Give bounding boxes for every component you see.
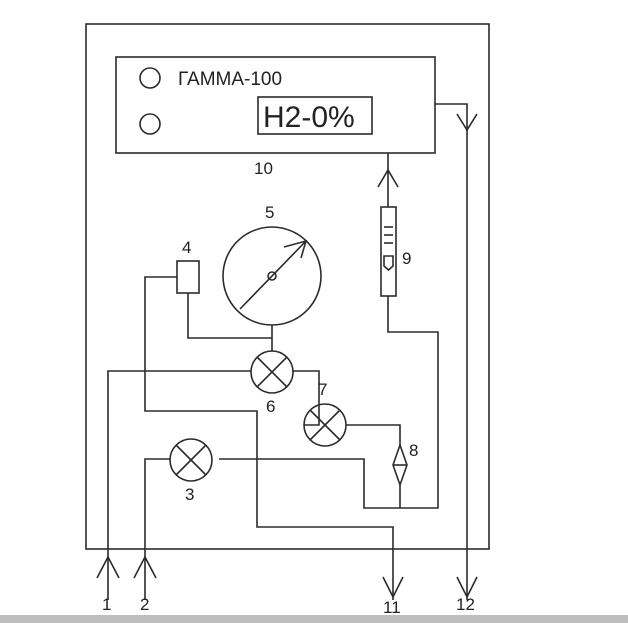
readout-value: H2-0% (263, 101, 355, 134)
label-4: 4 (182, 238, 191, 257)
indicator-lamp-top (139, 67, 161, 89)
needle-arrow-icon (283, 239, 308, 259)
valve-6-to-7-line (293, 370, 320, 426)
label-6: 6 (266, 397, 275, 416)
label-7: 7 (318, 380, 327, 399)
valve-cross (309, 409, 341, 441)
outlet-11-line (144, 276, 394, 600)
arrow-up-icon (133, 555, 157, 579)
label-3: 3 (185, 485, 194, 504)
arrow-down-icon (382, 576, 404, 599)
port-label-11: 11 (383, 598, 401, 617)
readout-display (257, 96, 373, 135)
indicator-lamp-bottom (139, 113, 161, 135)
inlet-2-line (144, 458, 170, 600)
sensor-4: 4 (176, 238, 200, 294)
filter-8: 8 (392, 441, 418, 488)
valve-3: 3 (169, 438, 213, 504)
housing-frame (85, 23, 490, 550)
valve-cross (256, 356, 288, 388)
pressure-gauge-5: 5 (222, 203, 322, 326)
valve-body (169, 438, 213, 482)
port-label-2: 2 (140, 595, 149, 614)
flowmeter-tube (380, 206, 397, 297)
label-8: 8 (409, 441, 418, 460)
inlet-1-line (107, 370, 251, 600)
outlet-12-line (435, 103, 468, 600)
label-5: 5 (265, 203, 274, 222)
arrow-up-icon (96, 555, 120, 579)
port-label-12: 12 (456, 595, 475, 614)
analyzer-panel-frame (115, 56, 436, 154)
arrow-down-icon (456, 113, 478, 132)
sensor-line (187, 293, 272, 339)
gauge-needle (239, 240, 307, 310)
sensor-box (176, 260, 200, 294)
arrow-up-icon (377, 168, 399, 188)
gauge-pivot (267, 271, 277, 281)
flowmeter-9: 9 (380, 206, 411, 297)
valve-cross (175, 444, 207, 476)
valve-6: 6 (250, 350, 294, 416)
arrow-down-icon (456, 576, 478, 599)
port-label-1: 1 (102, 595, 111, 614)
page-divider (0, 615, 628, 623)
flowmeter-float-icon (383, 255, 394, 272)
label-10: 10 (254, 159, 273, 178)
label-9: 9 (402, 249, 411, 268)
sample-line (219, 296, 439, 509)
analyzer-panel: ГАММА-100 H2-0% 10 (115, 56, 436, 178)
valve-7: 7 (303, 380, 347, 447)
device-name: ГАММА-100 (178, 69, 282, 90)
valve-body (250, 350, 294, 394)
valve-7-to-filter-line (346, 424, 401, 445)
